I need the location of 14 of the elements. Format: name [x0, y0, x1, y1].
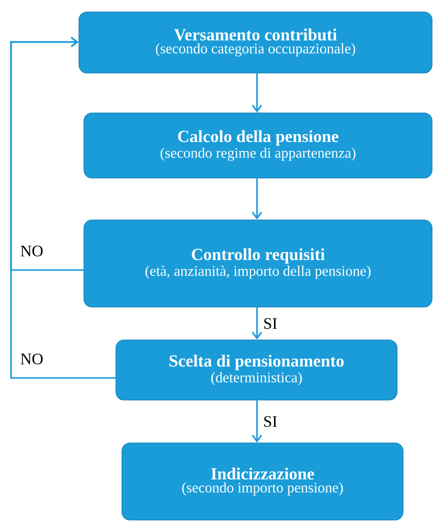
process-box: Controllo requisiti (età, anzianità, importo della pensione) [84, 220, 432, 308]
edge-label: SI [262, 415, 278, 428]
process-box: Calcolo della pensione (secondo regime di appartenenza) [84, 112, 432, 178]
edge-label: NO [19, 244, 44, 258]
process-box: Indicizzazione (secondo importo pensione) [122, 442, 404, 520]
arrow [252, 73, 262, 113]
process-box: Scelta di pensionamento (deterministica) [116, 340, 398, 400]
edge-label: SI [262, 317, 278, 330]
arrow [252, 400, 262, 443]
arrow [252, 307, 262, 340]
arrow [252, 178, 262, 220]
edge-label: NO [19, 352, 44, 366]
arrow [10, 36, 116, 379]
process-box: Versamento contributi (secondo categoria occupazionale) [78, 12, 432, 74]
